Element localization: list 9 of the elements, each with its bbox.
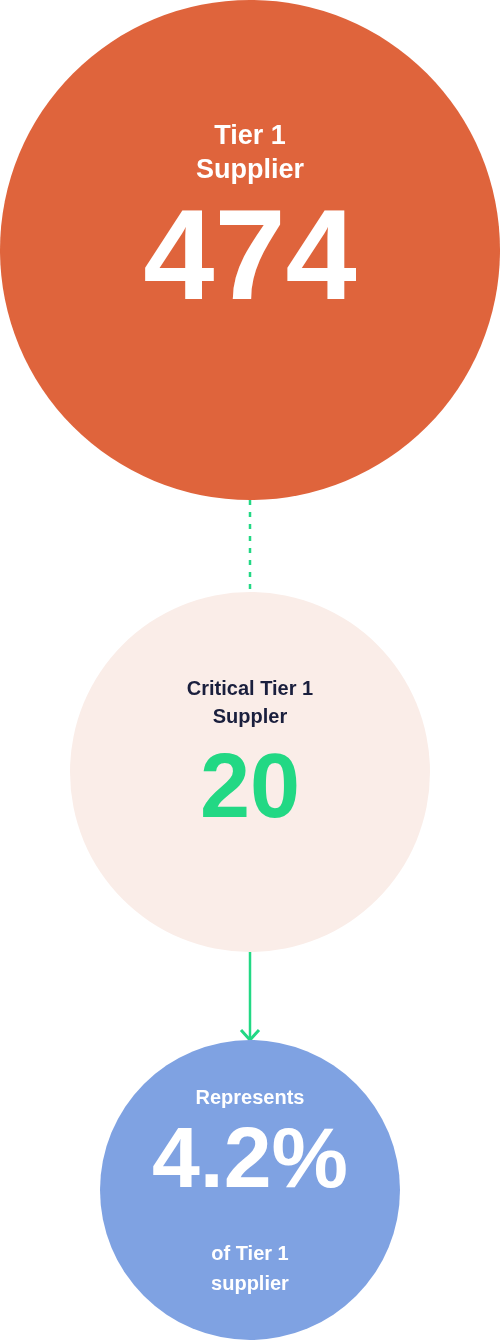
dashed-connector (248, 500, 252, 592)
node-subtitle: of Tier 1 supplier (210, 1241, 290, 1296)
arrow (239, 952, 261, 1042)
node-title: Tier 1 Supplier (195, 119, 305, 186)
big-number: 474 (142, 190, 358, 320)
big-number: 20 (198, 738, 302, 834)
big-number: 4.2% (151, 1112, 349, 1202)
node-title: Represents (194, 1085, 306, 1110)
node-title: Critical Tier 1 Suppler (185, 676, 315, 729)
